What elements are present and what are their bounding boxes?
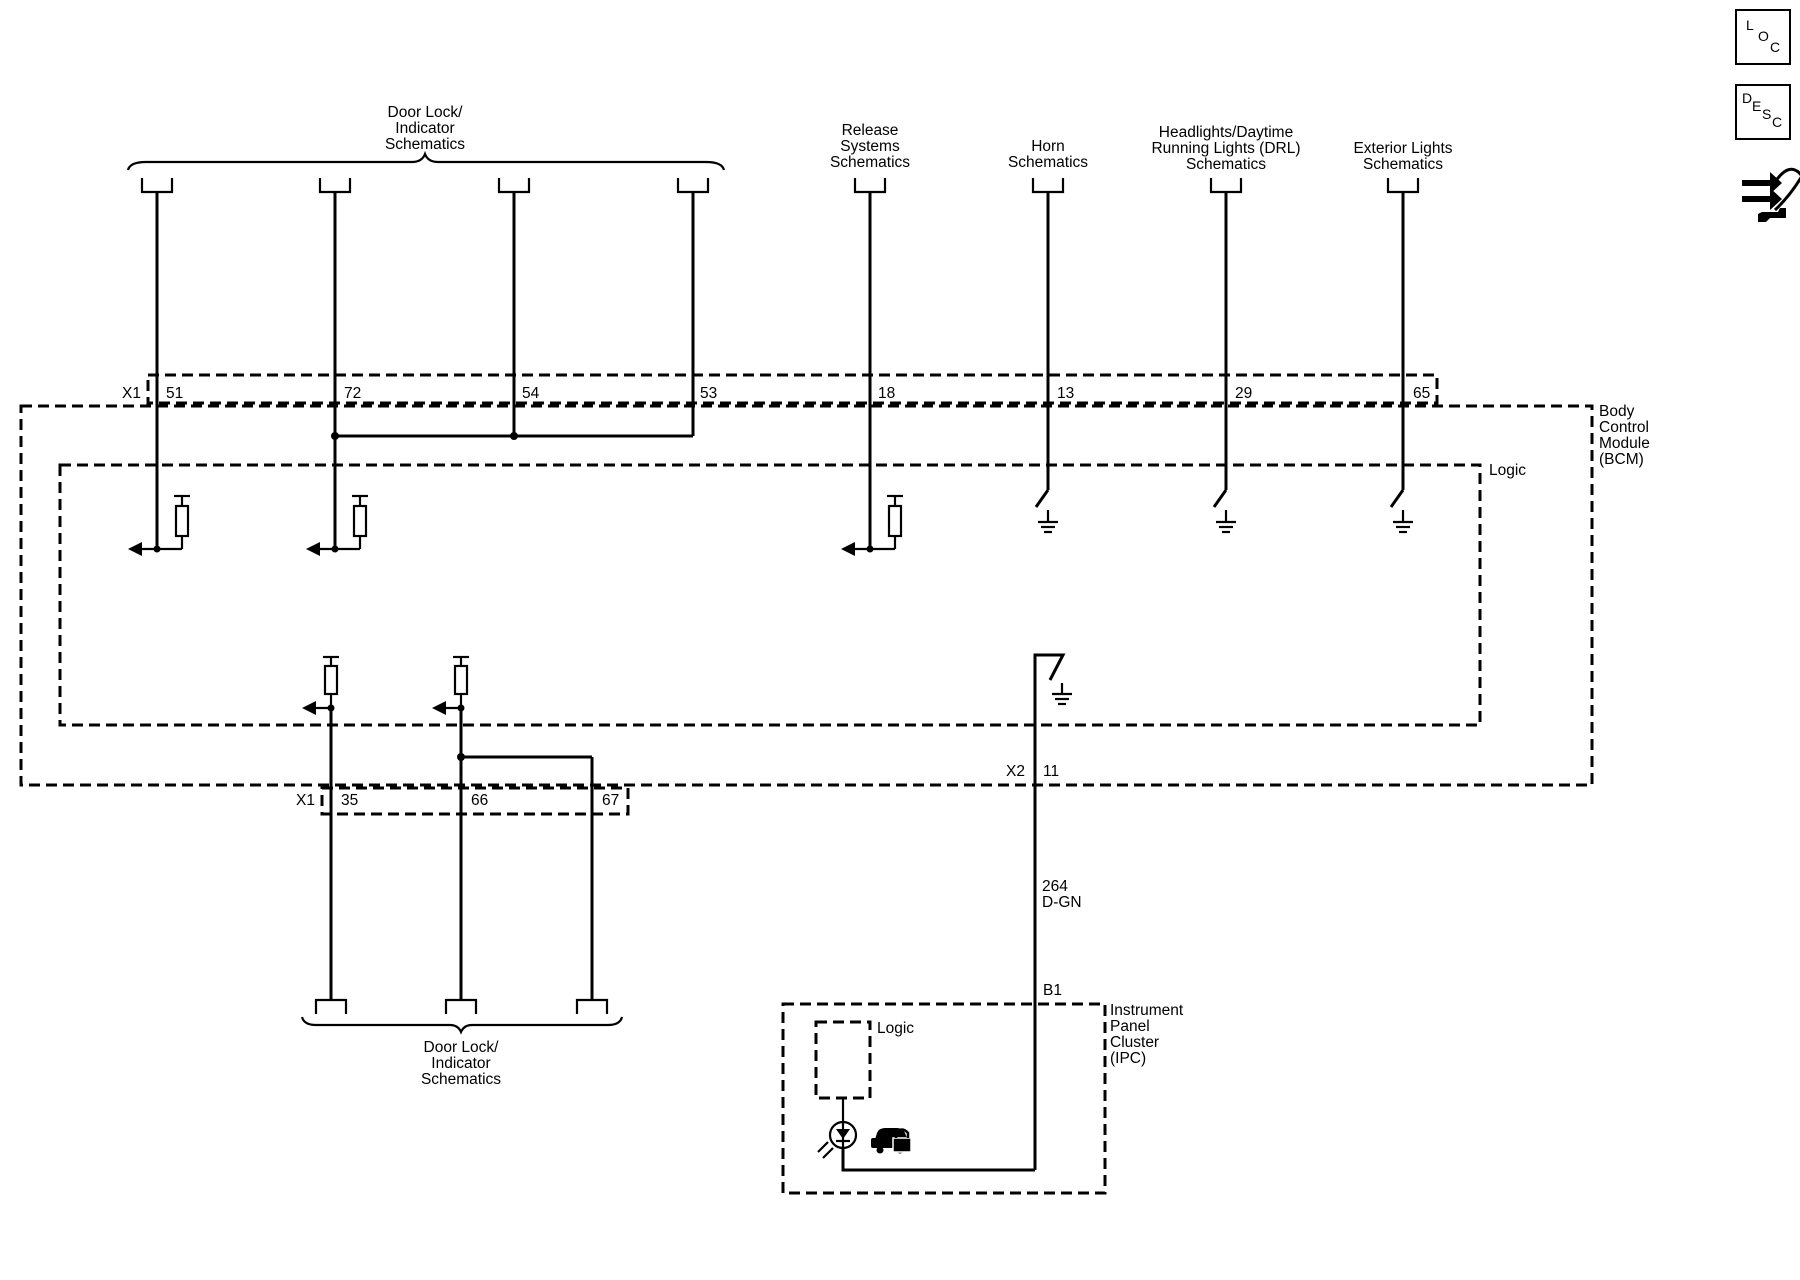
exterior-label-line1: Exterior Lights <box>1353 140 1452 157</box>
pin-51: 51 <box>166 385 183 402</box>
svg-text:Cluster: Cluster <box>1110 1034 1159 1051</box>
svg-text:Instrument: Instrument <box>1110 1002 1184 1019</box>
pin-35: 35 <box>341 792 358 809</box>
switch-to-ground-pin-29 <box>1212 489 1236 534</box>
pin-72: 72 <box>344 385 361 402</box>
ipc-label: Instrument Panel Cluster (IPC) <box>1110 1002 1184 1067</box>
pin-65: 65 <box>1413 385 1430 402</box>
pin-66: 66 <box>471 792 488 809</box>
door-lock-bottom-label-line1: Door Lock/ <box>424 1039 500 1056</box>
headlights-label-line2: Running Lights (DRL) <box>1151 140 1300 157</box>
input-circuit-pin-72 <box>306 494 368 556</box>
ipc-logic-box <box>814 1020 872 1100</box>
bcm-label: Body Control Module (BCM) <box>1599 403 1650 468</box>
exterior-lights-reference[interactable]: Exterior Lights Schematics <box>1353 140 1452 173</box>
exterior-label-line2: Schematics <box>1363 156 1443 173</box>
release-label-line2: Systems <box>840 138 900 155</box>
ipc-pin-b1: B1 <box>1043 982 1062 999</box>
door-lock-top-label-line1: Door Lock/ <box>388 104 464 121</box>
switch-to-ground-pin-13 <box>1034 489 1058 534</box>
top-wires <box>155 192 1405 549</box>
pin-29: 29 <box>1235 385 1252 402</box>
circuit-color: D-GN <box>1042 894 1082 911</box>
ipc-module-box <box>781 1002 1107 1195</box>
door-lock-bottom-reference[interactable]: Door Lock/ Indicator Schematics <box>300 1016 624 1088</box>
ipc-logic-label: Logic <box>877 1020 914 1037</box>
desc-letter-e: E <box>1752 98 1762 114</box>
pin-13: 13 <box>1057 385 1074 402</box>
pin-18: 18 <box>878 385 895 402</box>
desc-letter-s: S <box>1762 106 1772 122</box>
door-lock-top-label-line2: Indicator <box>395 120 454 137</box>
loc-letter-c: C <box>1770 39 1781 55</box>
x2-output-circuit <box>1033 653 1072 1170</box>
bcm-module-box <box>19 404 1594 787</box>
bottom-connector-flags <box>314 998 609 1014</box>
desc-letter-c: C <box>1772 114 1783 130</box>
vehicle-security-icon <box>871 1128 912 1154</box>
door-lock-bottom-label-line3: Schematics <box>421 1071 501 1088</box>
desc-letter-d: D <box>1742 90 1753 106</box>
door-lock-top-label-line3: Schematics <box>385 136 465 153</box>
input-circuit-pin-18 <box>841 494 903 556</box>
svg-text:Panel: Panel <box>1110 1018 1150 1035</box>
wiring-harness-icon <box>1742 167 1800 222</box>
input-circuit-pin-51 <box>128 494 190 556</box>
svg-text:(IPC): (IPC) <box>1110 1050 1146 1067</box>
headlights-label-line3: Schematics <box>1186 156 1266 173</box>
x1-top-connector-label: X1 <box>122 385 141 402</box>
release-systems-reference[interactable]: Release Systems Schematics <box>830 122 910 171</box>
bottom-wires <box>329 708 594 1000</box>
security-indicator-led <box>817 1098 1035 1172</box>
horn-label-line1: Horn <box>1031 138 1065 155</box>
pin-54: 54 <box>522 385 540 402</box>
bcm-x1-top-connector-box <box>146 373 1439 405</box>
top-connector-flags <box>140 178 1420 194</box>
svg-text:Body: Body <box>1599 403 1635 420</box>
door-lock-bottom-label-line2: Indicator <box>431 1055 490 1072</box>
description-nav-button[interactable]: D E S C <box>1735 84 1791 140</box>
bcm-x1-bottom-connector-box <box>320 786 630 816</box>
input-circuit-pin-66 <box>432 655 469 715</box>
release-label-line3: Schematics <box>830 154 910 171</box>
top-pin-labels: 51 72 54 53 18 13 29 65 <box>166 385 1430 402</box>
input-circuit-pin-35 <box>302 655 339 715</box>
horn-reference[interactable]: Horn Schematics <box>1008 138 1088 171</box>
release-label-line1: Release <box>842 122 899 139</box>
x1-bottom-connector-label: X1 <box>296 792 315 809</box>
headlights-drl-reference[interactable]: Headlights/Daytime Running Lights (DRL) … <box>1151 124 1300 173</box>
door-lock-top-reference[interactable]: Door Lock/ Indicator Schematics <box>126 104 726 171</box>
horn-label-line2: Schematics <box>1008 154 1088 171</box>
svg-text:(BCM): (BCM) <box>1599 451 1644 468</box>
bcm-logic-box <box>58 463 1482 727</box>
loc-letter-l: L <box>1746 17 1754 33</box>
pin-53: 53 <box>700 385 717 402</box>
bcm-logic-label: Logic <box>1489 462 1526 479</box>
pin-11: 11 <box>1043 763 1059 780</box>
svg-text:Control: Control <box>1599 419 1649 436</box>
location-nav-button[interactable]: L O C <box>1735 9 1791 65</box>
switch-to-ground-pin-65 <box>1389 489 1413 534</box>
x2-connector-label: X2 <box>1006 763 1025 780</box>
svg-text:Module: Module <box>1599 435 1650 452</box>
headlights-label-line1: Headlights/Daytime <box>1159 124 1293 141</box>
circuit-number: 264 <box>1042 878 1068 895</box>
loc-letter-o: O <box>1758 28 1769 44</box>
pin-67: 67 <box>602 792 619 809</box>
